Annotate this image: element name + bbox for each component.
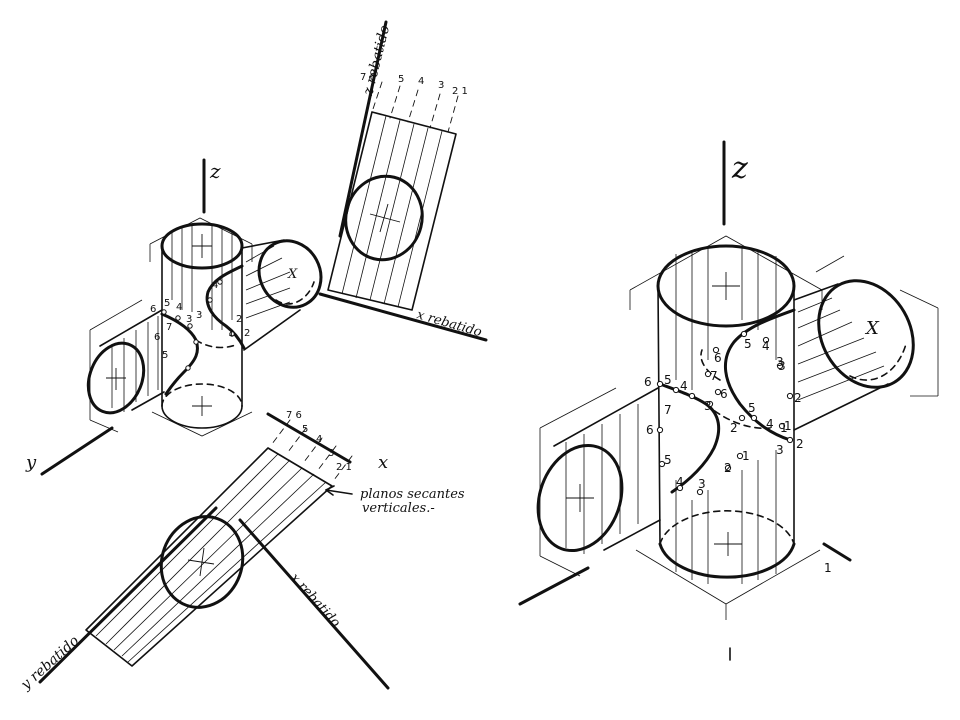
- right-num: 7: [710, 369, 718, 383]
- bottom-ruler-num: 2 1: [336, 462, 352, 473]
- right-x-axis: [822, 542, 852, 562]
- right-num: 2: [730, 421, 738, 435]
- right-num: 5: [664, 453, 672, 467]
- left-x-label: x: [378, 452, 388, 473]
- right-num: 6: [720, 387, 728, 401]
- right-x-mark: X: [864, 318, 880, 339]
- right-num: 3: [704, 399, 712, 413]
- left-num: 7: [166, 322, 172, 333]
- y-cylinder-end: [86, 341, 146, 415]
- right-y-axis: [518, 566, 590, 606]
- right-z-label: z: [731, 151, 748, 186]
- left-num: 3: [186, 314, 192, 325]
- right-num: 2: [796, 437, 804, 451]
- x-rebatido-top-label: x rebatido: [415, 307, 484, 340]
- left-num: 3: [196, 310, 202, 321]
- right-y-cylinder-end: [536, 443, 624, 553]
- top-ruler-num: 4: [418, 76, 424, 87]
- right-num: 5: [748, 401, 756, 415]
- bottom-rebatido-view: y rebatido x rebatido 7 6 5 4 3 2 1 plan…: [17, 410, 465, 694]
- right-num: 2: [724, 461, 732, 475]
- right-num: 3: [698, 477, 706, 491]
- right-num: 4: [680, 379, 688, 393]
- top-ruler-num: 5: [398, 74, 404, 85]
- note-arrow: [325, 489, 353, 495]
- bottom-ruler-num: 5: [302, 424, 308, 435]
- bottom-strip: [85, 447, 333, 667]
- x-rebatido-axis-bottom: [238, 518, 390, 690]
- left-num: 6: [154, 332, 160, 343]
- top-rebatido-view: z rebatido 7 6 5 4 3 2 1 x rebatido: [318, 20, 488, 342]
- right-num: 1: [742, 449, 750, 463]
- right-num: 7: [664, 403, 672, 417]
- top-ruler-num: 2 1: [452, 86, 468, 97]
- left-num: 2: [236, 314, 242, 325]
- right-x-cylinder-end: [817, 279, 915, 389]
- y-rebatido-axis: [38, 506, 218, 684]
- left-z-label: z: [209, 159, 221, 183]
- left-num: 6: [150, 304, 156, 315]
- right-num: 1: [780, 421, 788, 435]
- left-num: 1: [228, 328, 234, 339]
- left-isometric-figure: z: [25, 158, 388, 476]
- right-num: 3: [776, 443, 784, 457]
- x-cylinder-end: [257, 239, 323, 309]
- left-x-axis: [266, 412, 352, 464]
- x-rebatido-axis-top: [318, 292, 488, 342]
- right-intersection-curve-y: [658, 382, 721, 494]
- right-num: 6: [714, 351, 722, 365]
- right-isometric-figure: z: [518, 140, 939, 661]
- right-intersection-curve-x: [723, 308, 796, 442]
- z-rebatido-label: z rebatido: [360, 24, 393, 98]
- right-num: 3: [778, 359, 786, 373]
- left-num: 5: [162, 350, 168, 361]
- right-num: 5: [664, 373, 672, 387]
- right-num: 4: [762, 339, 770, 353]
- right-num: 4: [676, 475, 684, 489]
- left-y-label: y: [25, 452, 37, 473]
- left-num: 2: [244, 328, 250, 339]
- bottom-ruler-num: 3: [328, 448, 334, 459]
- planos-note-line1: planos secantes: [360, 487, 465, 502]
- bottom-ruler-num: 7 6: [286, 410, 302, 421]
- top-ruler-num: 7 6: [360, 72, 376, 83]
- right-num: 3: [776, 355, 784, 369]
- right-num: 6: [644, 375, 652, 389]
- top-ruler-num: 3: [438, 80, 444, 91]
- bottom-ruler-num: 4: [316, 434, 322, 445]
- left-x-mark: X: [287, 267, 298, 282]
- left-num: 4: [212, 280, 218, 291]
- right-bottom-mark: 1: [824, 561, 832, 575]
- bottom-section-circle: [159, 515, 245, 609]
- left-num: 4: [176, 302, 182, 313]
- planos-note-line2: verticales.-: [362, 501, 435, 516]
- left-y-axis: [40, 426, 114, 476]
- x-rebatido-bottom-label: x rebatido: [287, 571, 343, 631]
- right-num: 4: [766, 417, 774, 431]
- right-num: 1: [784, 419, 792, 433]
- right-num: 2: [794, 391, 802, 405]
- left-num: 5: [164, 298, 170, 309]
- intersection-curve-x: [205, 264, 246, 350]
- z-rebatido-axis: [338, 20, 388, 238]
- right-num: 5: [744, 337, 752, 351]
- intersection-curve-y: [160, 312, 199, 396]
- right-num: 6: [646, 423, 654, 437]
- y-rebatido-label: y rebatido: [17, 633, 82, 694]
